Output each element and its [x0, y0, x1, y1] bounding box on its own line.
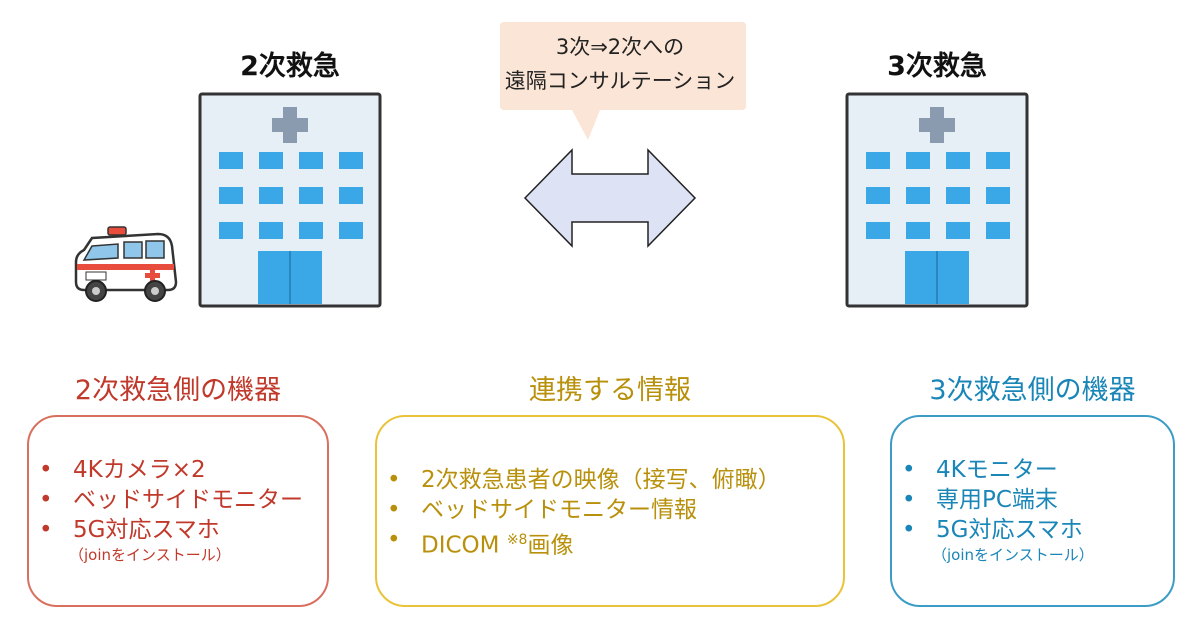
right-item-1: 4Kモニター [936, 457, 1058, 483]
list-item: • 4Kカメラ×2 [29, 455, 327, 485]
bullet: • [387, 527, 401, 553]
center-item-3-after: 画像 [527, 532, 574, 559]
footnote-marker: ※8 [506, 532, 528, 548]
left-item-3: 5G対応スマホ [73, 517, 220, 543]
right-section-title: 3次救急側の機器 [929, 375, 1136, 406]
bullet: • [387, 467, 401, 493]
right-item-3-note: （joinをインストール） [932, 546, 1094, 564]
center-info-box: • 2次救急患者の映像（接写、俯瞰） • ベッドサイドモニター情報 • DICO… [375, 415, 845, 607]
hospital-right-title: 3次救急 [887, 51, 987, 82]
bullet: • [39, 487, 53, 513]
list-item: • 5G対応スマホ （joinをインストール） [29, 515, 327, 565]
ambulance-icon [74, 226, 178, 302]
list-item: • ベッドサイドモニター [29, 485, 327, 515]
speech-bubble [500, 22, 746, 140]
bullet: • [39, 457, 53, 483]
hospital-left-title: 2次救急 [240, 51, 340, 82]
bubble-line-1: 3次⇒2次への [555, 35, 685, 59]
hospital-left-icon [198, 92, 382, 308]
double-arrow-icon [523, 148, 697, 248]
list-item: • 4Kモニター [892, 455, 1173, 485]
bubble-text: 3次⇒2次への 遠隔コンサルテーション [500, 30, 740, 98]
bubble-line-2: 遠隔コンサルテーション [504, 69, 736, 93]
bullet: • [902, 517, 916, 543]
list-item: • 2次救急患者の映像（接写、俯瞰） [377, 465, 843, 495]
left-item-2: ベッドサイドモニター [73, 487, 303, 513]
right-item-2: 専用PC端末 [936, 487, 1058, 513]
list-item: • ベッドサイドモニター情報 [377, 495, 843, 525]
bullet: • [39, 517, 53, 543]
center-item-1: 2次救急患者の映像（接写、俯瞰） [421, 467, 781, 493]
left-section-title: 2次救急側の機器 [74, 375, 282, 406]
center-item-2: ベッドサイドモニター情報 [421, 497, 697, 523]
list-item: • DICOM ※8画像 [377, 525, 843, 561]
center-item-3: DICOM [421, 532, 507, 559]
bullet: • [902, 487, 916, 513]
left-item-1: 4Kカメラ×2 [73, 457, 206, 483]
left-equipment-box: • 4Kカメラ×2 • ベッドサイドモニター • 5G対応スマホ （joinをイ… [27, 415, 329, 607]
bullet: • [902, 457, 916, 483]
list-item: • 専用PC端末 [892, 485, 1173, 515]
right-item-3: 5G対応スマホ [936, 517, 1083, 543]
hospital-right-icon [845, 92, 1029, 308]
bullet: • [387, 497, 401, 523]
list-item: • 5G対応スマホ （joinをインストール） [892, 515, 1173, 565]
right-equipment-box: • 4Kモニター • 専用PC端末 • 5G対応スマホ （joinをインストール… [890, 415, 1175, 607]
diagram-graphics [74, 22, 1029, 308]
center-section-title: 連携する情報 [529, 375, 691, 406]
left-item-3-note: （joinをインストール） [69, 546, 231, 564]
